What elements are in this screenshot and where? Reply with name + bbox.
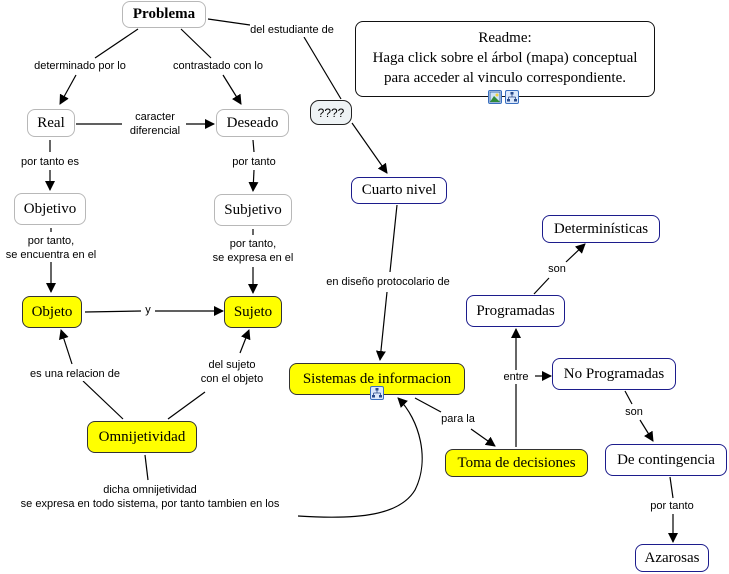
link-label-contrastado: contrastado con lo — [173, 59, 263, 73]
link-label-entre: entre — [503, 370, 529, 384]
link-label-son-deterministicas: son — [548, 262, 566, 276]
connector-son-deterministicas — [565, 243, 586, 263]
node-question[interactable]: ???? — [310, 100, 352, 125]
link-label-sujeto-objeto-line-2: con el objeto — [200, 373, 264, 385]
node-toma-de-decisiones[interactable]: Toma de decisiones — [445, 449, 588, 477]
node-omnijetividad[interactable]: Omnijetividad — [87, 421, 197, 453]
link-label-y: y — [145, 303, 151, 317]
connector-objeto-y — [84, 310, 142, 313]
concept-map-link-icon[interactable] — [505, 90, 519, 104]
connector-deseado-portanto — [252, 139, 255, 153]
connector-omni-dicha — [144, 454, 149, 481]
connector-cuarto-protocolario — [389, 204, 398, 273]
readme-title: Readme: — [478, 30, 532, 46]
readme-line-2: para acceder al vinculo correspondiente. — [384, 70, 626, 86]
connector-determinado-real — [59, 74, 77, 105]
readme-line-1: Haga click sobre el árbol (mapa) concept… — [372, 50, 638, 66]
node-problema[interactable]: Problema — [122, 1, 206, 28]
link-label-encuentra: por tanto, se encuentra en el — [5, 234, 97, 262]
connector-problema-estudiante — [207, 18, 251, 26]
link-label-para-la: para la — [441, 412, 475, 426]
link-label-caracter-line-2: diferencial — [129, 125, 181, 137]
node-subjetivo[interactable]: Subjetivo — [214, 194, 292, 226]
connector-parala-toma — [470, 428, 496, 447]
image-resource-icon[interactable] — [488, 90, 502, 104]
node-programadas[interactable]: Programadas — [466, 295, 565, 327]
node-objeto[interactable]: Objeto — [22, 296, 82, 328]
node-deseado[interactable]: Deseado — [216, 109, 289, 137]
node-real[interactable]: Real — [27, 109, 75, 137]
link-label-sujeto-objeto-line-1: del sujeto — [208, 359, 256, 371]
link-label-relacion: es una relacion de — [30, 367, 120, 381]
link-label-determinado: determinado por lo — [34, 59, 126, 73]
connector-programadas-son — [533, 277, 550, 295]
link-label-expresa-line-2: se expresa en el — [212, 252, 294, 264]
connector-question-cuarto — [351, 122, 388, 174]
link-label-encuentra-line-2: se encuentra en el — [5, 249, 97, 261]
link-label-portanto: por tanto — [232, 155, 276, 169]
link-label-expresa: por tanto, se expresa en el — [212, 237, 294, 265]
concept-map-link-icon[interactable] — [370, 386, 384, 400]
connector-contingencia-portanto — [669, 476, 674, 499]
link-label-protocolario: en diseño protocolario de — [326, 275, 450, 289]
node-de-contingencia[interactable]: De contingencia — [605, 444, 727, 476]
connector-relacion-objeto — [59, 329, 73, 365]
connector-problema-contrastado — [180, 28, 212, 59]
connector-son-contingencia — [639, 419, 654, 442]
link-label-portanto-es: por tanto es — [20, 155, 80, 169]
connector-sistemas-parala — [414, 397, 442, 413]
link-label-encuentra-line-1: por tanto, — [27, 235, 75, 247]
connector-contrastado-deseado — [222, 74, 242, 105]
link-label-sujeto-objeto: del sujeto con el objeto — [200, 358, 264, 386]
readme-box[interactable]: Readme: Haga click sobre el árbol (mapa)… — [355, 21, 655, 97]
link-label-caracter: caracter diferencial — [129, 110, 181, 138]
link-label-portanto-azarosas: por tanto — [650, 499, 694, 513]
node-sujeto[interactable]: Sujeto — [224, 296, 282, 328]
connector-estudiante-question — [303, 36, 342, 100]
connector-omni-relacion — [82, 380, 124, 420]
link-label-dicha: dicha omnijetividad se expresa en todo s… — [20, 483, 280, 511]
link-label-son-contingencia: son — [625, 405, 643, 419]
connector-omni-delsujeto — [167, 391, 206, 420]
node-objetivo[interactable]: Objetivo — [14, 193, 86, 225]
node-azarosas[interactable]: Azarosas — [635, 544, 709, 572]
connector-problema-determinado — [94, 28, 139, 59]
connector-dicha-sistemas — [297, 397, 423, 518]
connector-delsujeto-sujeto — [239, 329, 251, 354]
link-label-expresa-line-1: por tanto, — [229, 238, 277, 250]
link-label-dicha-line-2: se expresa en todo sistema, por tanto ta… — [20, 498, 280, 510]
link-label-caracter-line-1: caracter — [135, 111, 175, 123]
link-label-dicha-line-1: dicha omnijetividad — [103, 484, 197, 496]
connector-portanto-subjetivo — [248, 169, 259, 192]
link-label-estudiante: del estudiante de — [250, 23, 334, 37]
connector-protocolario-sistemas — [375, 291, 388, 361]
node-cuarto-nivel[interactable]: Cuarto nivel — [351, 177, 447, 204]
connector-noprog-son — [624, 390, 633, 405]
node-no-programadas[interactable]: No Programadas — [552, 358, 676, 390]
node-deterministicas[interactable]: Determinísticas — [542, 215, 660, 243]
